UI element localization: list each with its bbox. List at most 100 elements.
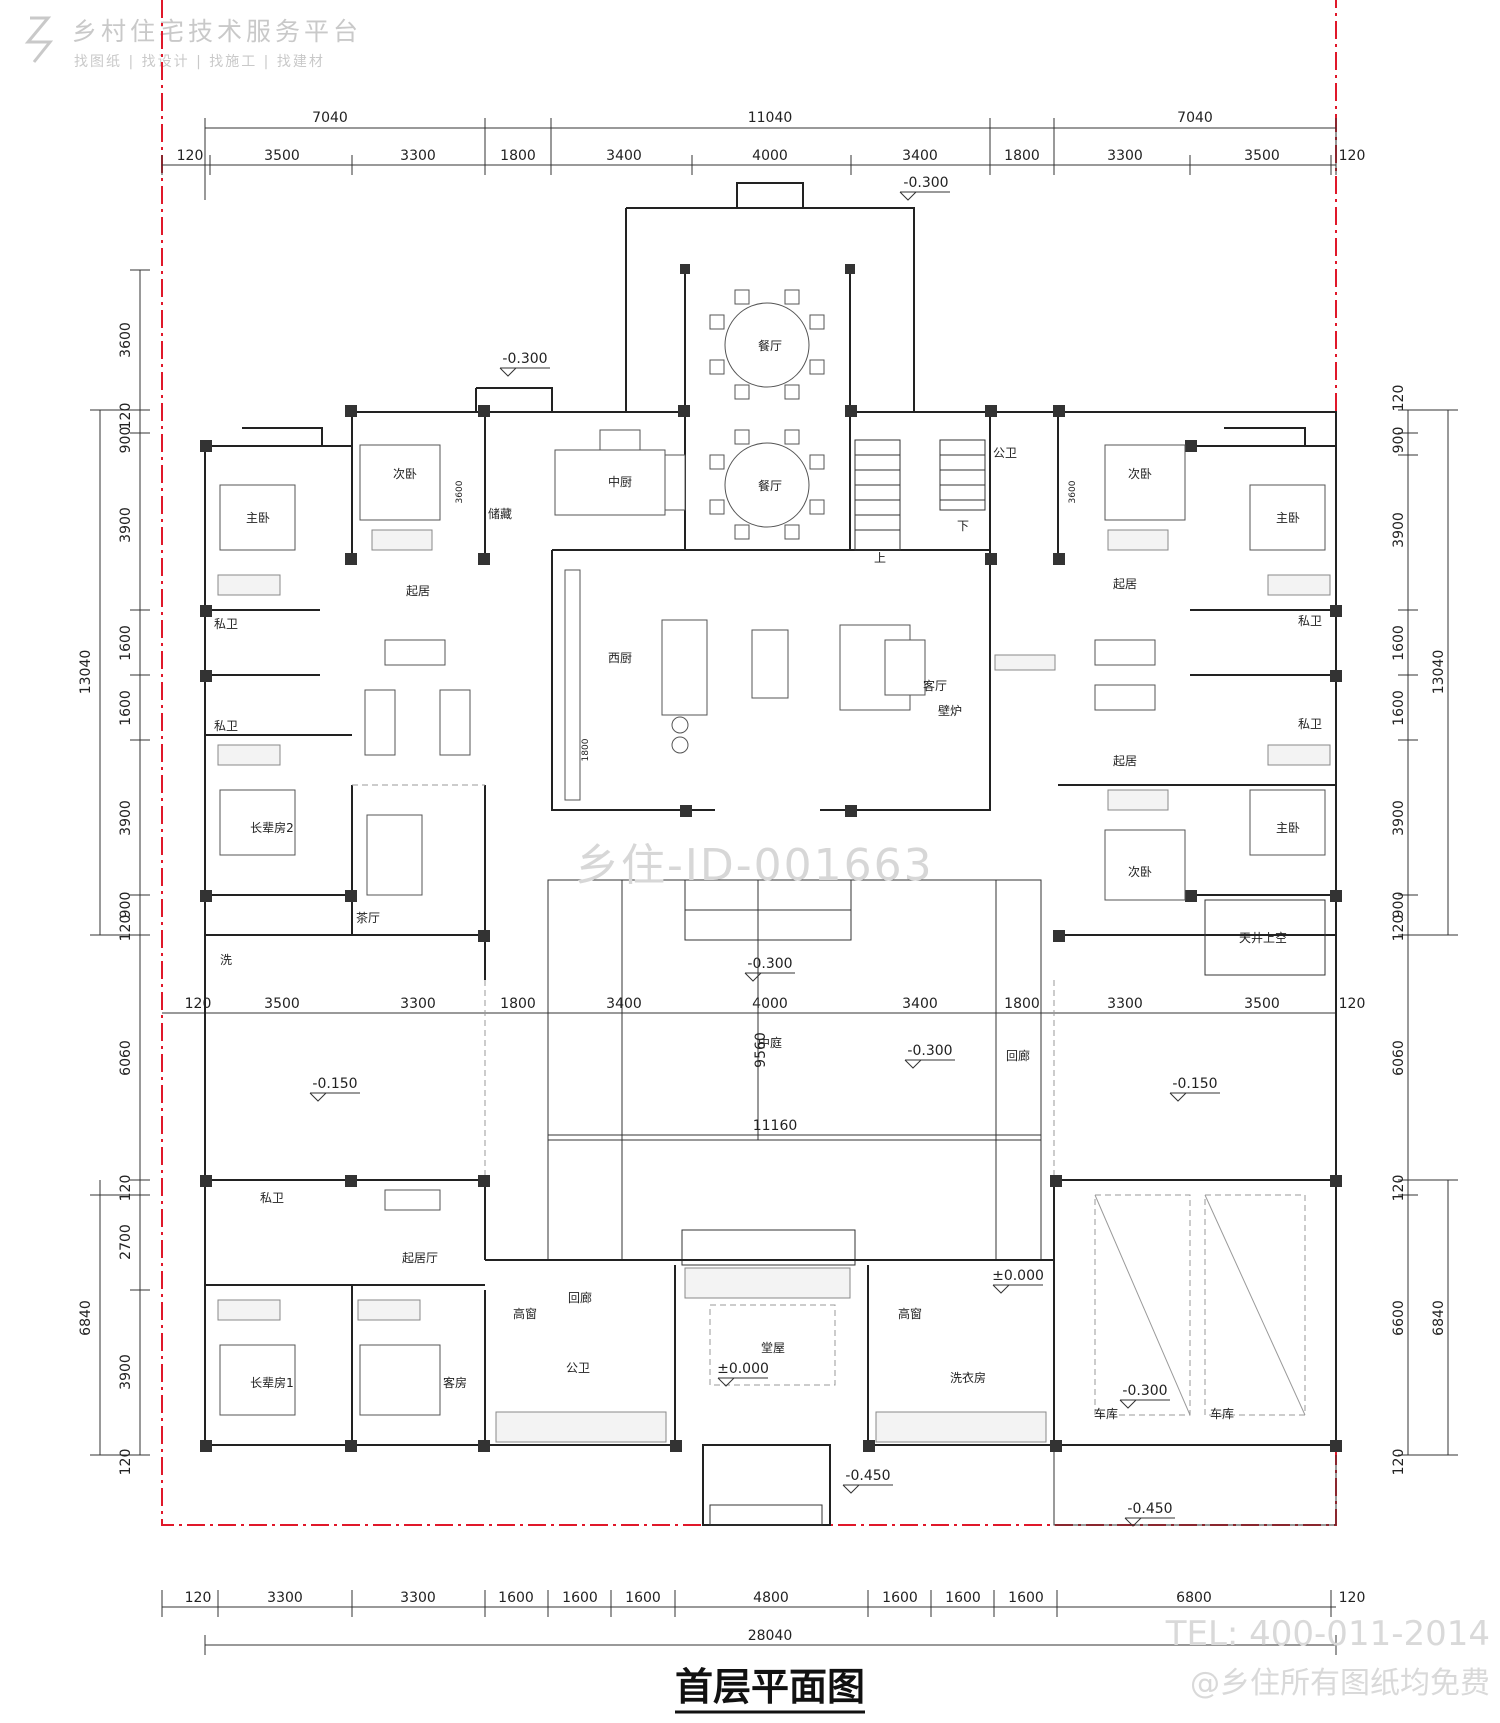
level-garage-value: -0.300 xyxy=(1122,1383,1167,1399)
dim-top-sub-3: 3300 xyxy=(400,148,436,164)
dim-small-3: 1800 xyxy=(581,738,591,761)
label-chinese-kitchen: 中厨 xyxy=(608,474,632,489)
level-driveway-value: -0.450 xyxy=(1127,1501,1172,1517)
label-public-wc-top: 公卫 xyxy=(993,446,1017,460)
dim-bottom-sub-7: 4800 xyxy=(753,1590,789,1606)
dim-mid-sub-10: 3500 xyxy=(1244,996,1280,1012)
label-elder-room-2: 长辈房2 xyxy=(250,820,294,835)
dim-top-sub-10: 3500 xyxy=(1244,148,1280,164)
dim-mid-sub-5: 3400 xyxy=(606,996,642,1012)
dim-left-sub-3: 900 xyxy=(118,427,134,454)
dim-bottom-sub-4: 1600 xyxy=(498,1590,534,1606)
dim-left-sub-7: 3900 xyxy=(118,800,134,836)
footer-note: @乡住所有图纸均免费 xyxy=(1190,1666,1490,1701)
logo-name: 乡村住宅技术服务平台 xyxy=(72,17,362,46)
label-left-private-wc-2: 私卫 xyxy=(214,719,238,733)
label-main-hall: 堂屋 xyxy=(761,1341,785,1355)
dim-right-total-1: 13040 xyxy=(1431,650,1447,695)
dim-small-1: 3600 xyxy=(455,480,465,503)
label-living-room: 客厅 xyxy=(923,678,947,693)
label-elder-room-1: 长辈房1 xyxy=(250,1375,294,1390)
dim-right-sub-7: 900 xyxy=(1391,892,1407,919)
dim-right-sub-10: 120 xyxy=(1391,1175,1407,1202)
dim-top-total-2: 11040 xyxy=(748,110,793,126)
level-courtyard-right-value: -0.300 xyxy=(907,1043,952,1059)
level-corridor-value: ±0.000 xyxy=(992,1268,1044,1284)
logo-tagline: 找图纸 | 找设计 | 找施工 | 找建材 xyxy=(74,54,325,70)
dim-top-sub-2: 3500 xyxy=(264,148,300,164)
dim-top-sub-1: 120 xyxy=(177,148,204,164)
dim-bottom-sub-11: 6800 xyxy=(1176,1590,1212,1606)
label-bottom-corridor: 回廊 xyxy=(568,1290,592,1305)
dim-bottom-sub-2: 3300 xyxy=(267,1590,303,1606)
level-hall-value: ±0.000 xyxy=(717,1361,769,1377)
dashed-openings xyxy=(352,784,1306,1416)
right-dimensions: 120 900 3900 1600 1600 3900 900 120 6060… xyxy=(1391,385,1458,1475)
dim-bottom-sub-5: 1600 xyxy=(562,1590,598,1606)
dim-top-total-1: 7040 xyxy=(312,110,348,126)
level-marker-entry: -0.450 xyxy=(842,1468,893,1494)
label-wash: 洗 xyxy=(220,953,232,967)
dim-top-sub-8: 1800 xyxy=(1004,148,1040,164)
label-lightwell: 天井上空 xyxy=(1239,931,1287,945)
logo-mark-icon xyxy=(24,16,54,63)
label-stair-down: 下 xyxy=(957,519,969,533)
walls xyxy=(200,182,1342,1526)
dim-right-sub-9: 6060 xyxy=(1391,1040,1407,1076)
watermark-id: 乡住-ID-001663 xyxy=(575,840,934,891)
label-public-wc-bottom: 公卫 xyxy=(566,1361,590,1375)
dim-mid-sub-8: 1800 xyxy=(1004,996,1040,1012)
dim-left-sub-1: 3600 xyxy=(118,322,134,358)
dim-right-sub-3: 3900 xyxy=(1391,512,1407,548)
dim-top-sub-7: 3400 xyxy=(902,148,938,164)
label-left-secondary-bedroom: 次卧 xyxy=(393,467,417,481)
label-guest-room: 客房 xyxy=(443,1375,467,1390)
label-bottom-left-sitting: 起居厅 xyxy=(402,1251,438,1265)
dim-top-sub-9: 3300 xyxy=(1107,148,1143,164)
label-dining-1: 餐厅 xyxy=(758,338,782,353)
label-right-corridor: 回廊 xyxy=(1006,1048,1030,1063)
label-western-kitchen: 西厨 xyxy=(608,651,632,665)
level-marker-north: -0.300 xyxy=(899,175,950,201)
dim-right-total-2: 6840 xyxy=(1431,1300,1447,1336)
dim-left-sub-13: 3900 xyxy=(118,1354,134,1390)
label-left-master-bedroom: 主卧 xyxy=(246,511,270,525)
label-bottom-left-private-wc: 私卫 xyxy=(260,1191,284,1205)
level-marker-garage: -0.300 xyxy=(1119,1383,1170,1409)
label-right-private-wc-2: 私卫 xyxy=(1298,717,1322,731)
dim-left-sub-12: 2700 xyxy=(118,1224,134,1260)
dim-top-total-3: 7040 xyxy=(1177,110,1213,126)
dim-top-sub-5: 3400 xyxy=(606,148,642,164)
label-right-secondary-bedroom-1: 次卧 xyxy=(1128,467,1152,481)
label-right-sitting-2: 起居 xyxy=(1113,754,1137,768)
interior-dims: 9560 11160 3600 3600 1800 xyxy=(455,480,1078,1140)
dim-bottom-sub-12: 120 xyxy=(1339,1590,1366,1606)
dim-left-sub-11: 120 xyxy=(118,1175,134,1202)
dim-left-sub-14: 120 xyxy=(118,1449,134,1476)
dim-right-sub-11: 6600 xyxy=(1391,1300,1407,1336)
label-right-master-bedroom-1: 主卧 xyxy=(1276,511,1300,525)
level-marker-west-porch: -0.150 xyxy=(309,1076,360,1102)
dim-courtyard-width: 11160 xyxy=(753,1118,798,1134)
top-dimensions: 7040 11040 7040 120 3500 3300 1800 3400 … xyxy=(161,110,1365,200)
dim-right-sub-2: 900 xyxy=(1391,427,1407,454)
dim-mid-sub-3: 3300 xyxy=(400,996,436,1012)
label-high-window-2: 高窗 xyxy=(898,1306,922,1321)
bottom-dimensions: 120 3300 3300 1600 1600 1600 4800 1600 1… xyxy=(161,1590,1366,1655)
dim-left-total-2: 6840 xyxy=(78,1300,94,1336)
label-high-window-1: 高窗 xyxy=(513,1306,537,1321)
dim-left-sub-4: 3900 xyxy=(118,507,134,543)
label-right-secondary-bedroom-2: 次卧 xyxy=(1128,865,1152,879)
level-north-value: -0.300 xyxy=(903,175,948,191)
logo: 乡村住宅技术服务平台 找图纸 | 找设计 | 找施工 | 找建材 xyxy=(24,16,362,70)
dim-right-sub-6: 3900 xyxy=(1391,800,1407,836)
level-entry-value: -0.450 xyxy=(845,1468,890,1484)
dim-left-sub-6: 1600 xyxy=(118,690,134,726)
footer-tel: TEL: 400-011-2014 xyxy=(1165,1614,1490,1654)
label-left-sitting: 起居 xyxy=(406,584,430,598)
level-marker-courtyard-top: -0.300 xyxy=(744,956,795,982)
furniture xyxy=(217,289,1331,1443)
label-fireplace: 壁炉 xyxy=(938,703,962,718)
dim-bottom-sub-8: 1600 xyxy=(882,1590,918,1606)
